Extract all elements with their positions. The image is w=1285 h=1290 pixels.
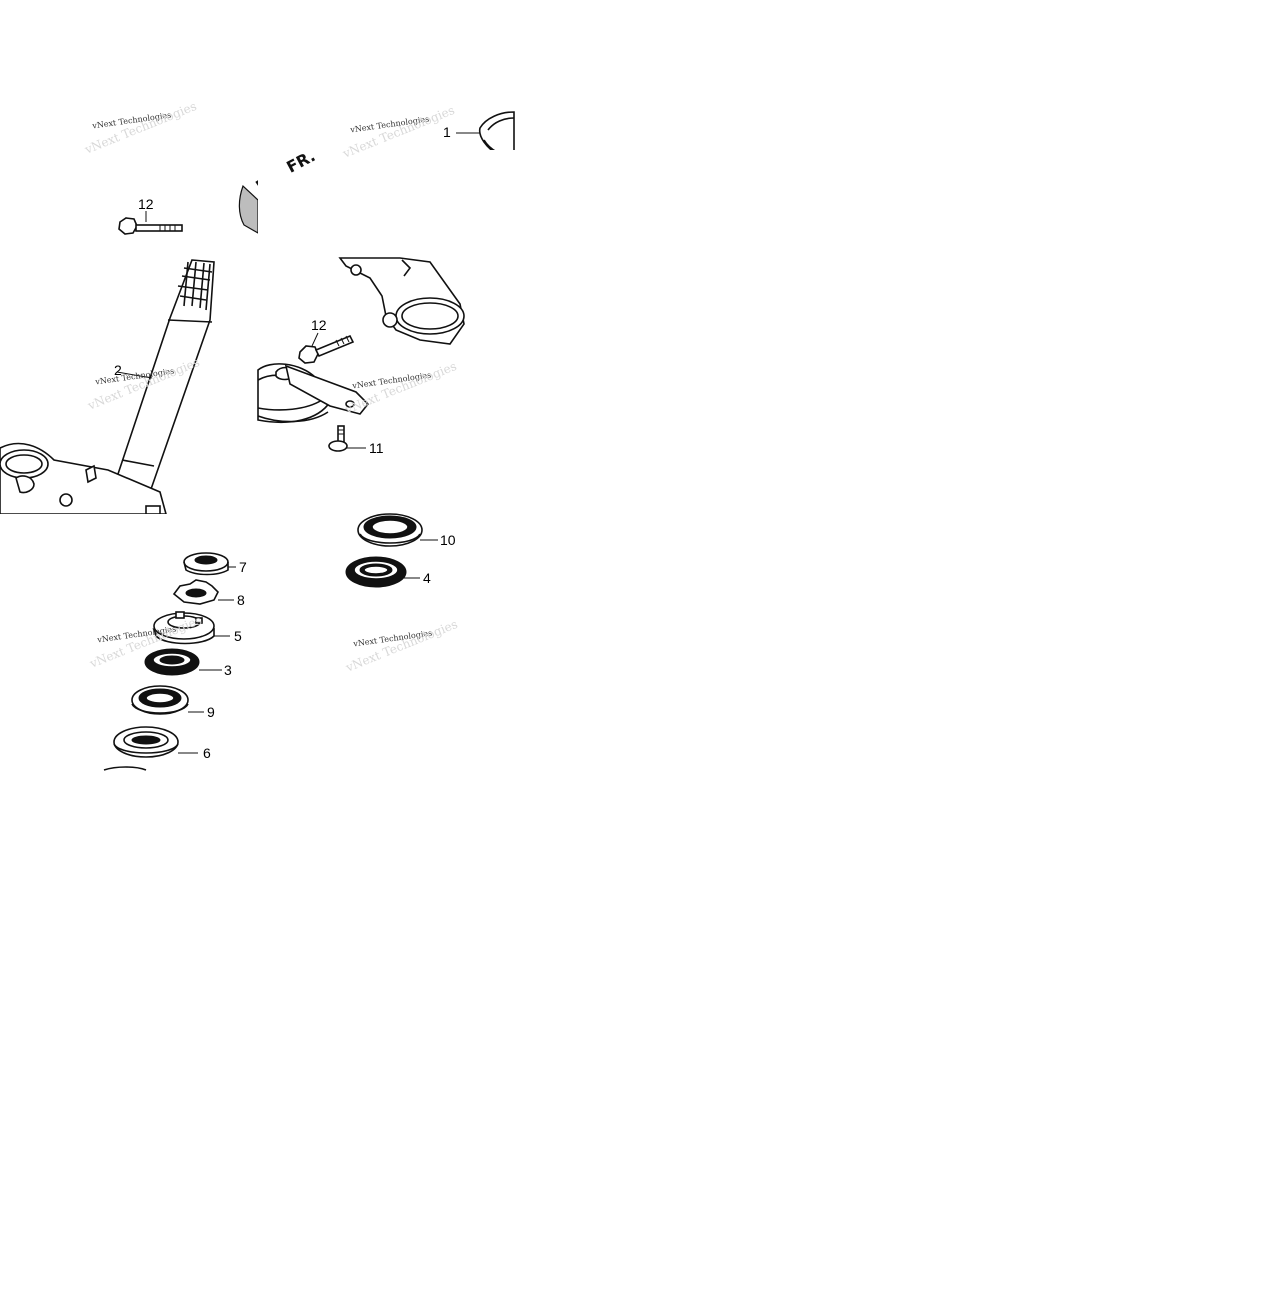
part-4-bearing [345,556,420,588]
part-12-bolt-lower [298,332,355,364]
callout-12-lower: 12 [311,317,327,333]
part-10-dust-seal [357,513,438,547]
handle-lock-bracket [257,363,370,423]
callout-7: 7 [239,559,247,575]
part-7-stem-nut [183,552,236,576]
part-8-lock-washer [172,579,234,605]
callout-10: 10 [440,532,456,548]
part-9-race [131,685,204,715]
part-12-bolt-upper [118,211,183,235]
cropped-lower-part [103,766,147,771]
callout-1: 1 [443,124,451,140]
top-bridge-clamp [338,257,465,345]
part-6-dust-seal [113,726,198,758]
part-2-steering-stem [0,259,215,515]
callout-2: 2 [114,362,122,378]
callout-12-upper: 12 [138,196,154,212]
callout-5: 5 [234,628,242,644]
part-5-adjusting-nut [153,611,230,645]
callout-8: 8 [237,592,245,608]
part-3-bearing [144,648,222,676]
part-11-bolt [328,425,366,452]
callout-9: 9 [207,704,215,720]
callout-11: 11 [369,440,384,456]
callout-6: 6 [203,745,211,761]
callout-3: 3 [224,662,232,678]
callout-4: 4 [423,570,431,586]
